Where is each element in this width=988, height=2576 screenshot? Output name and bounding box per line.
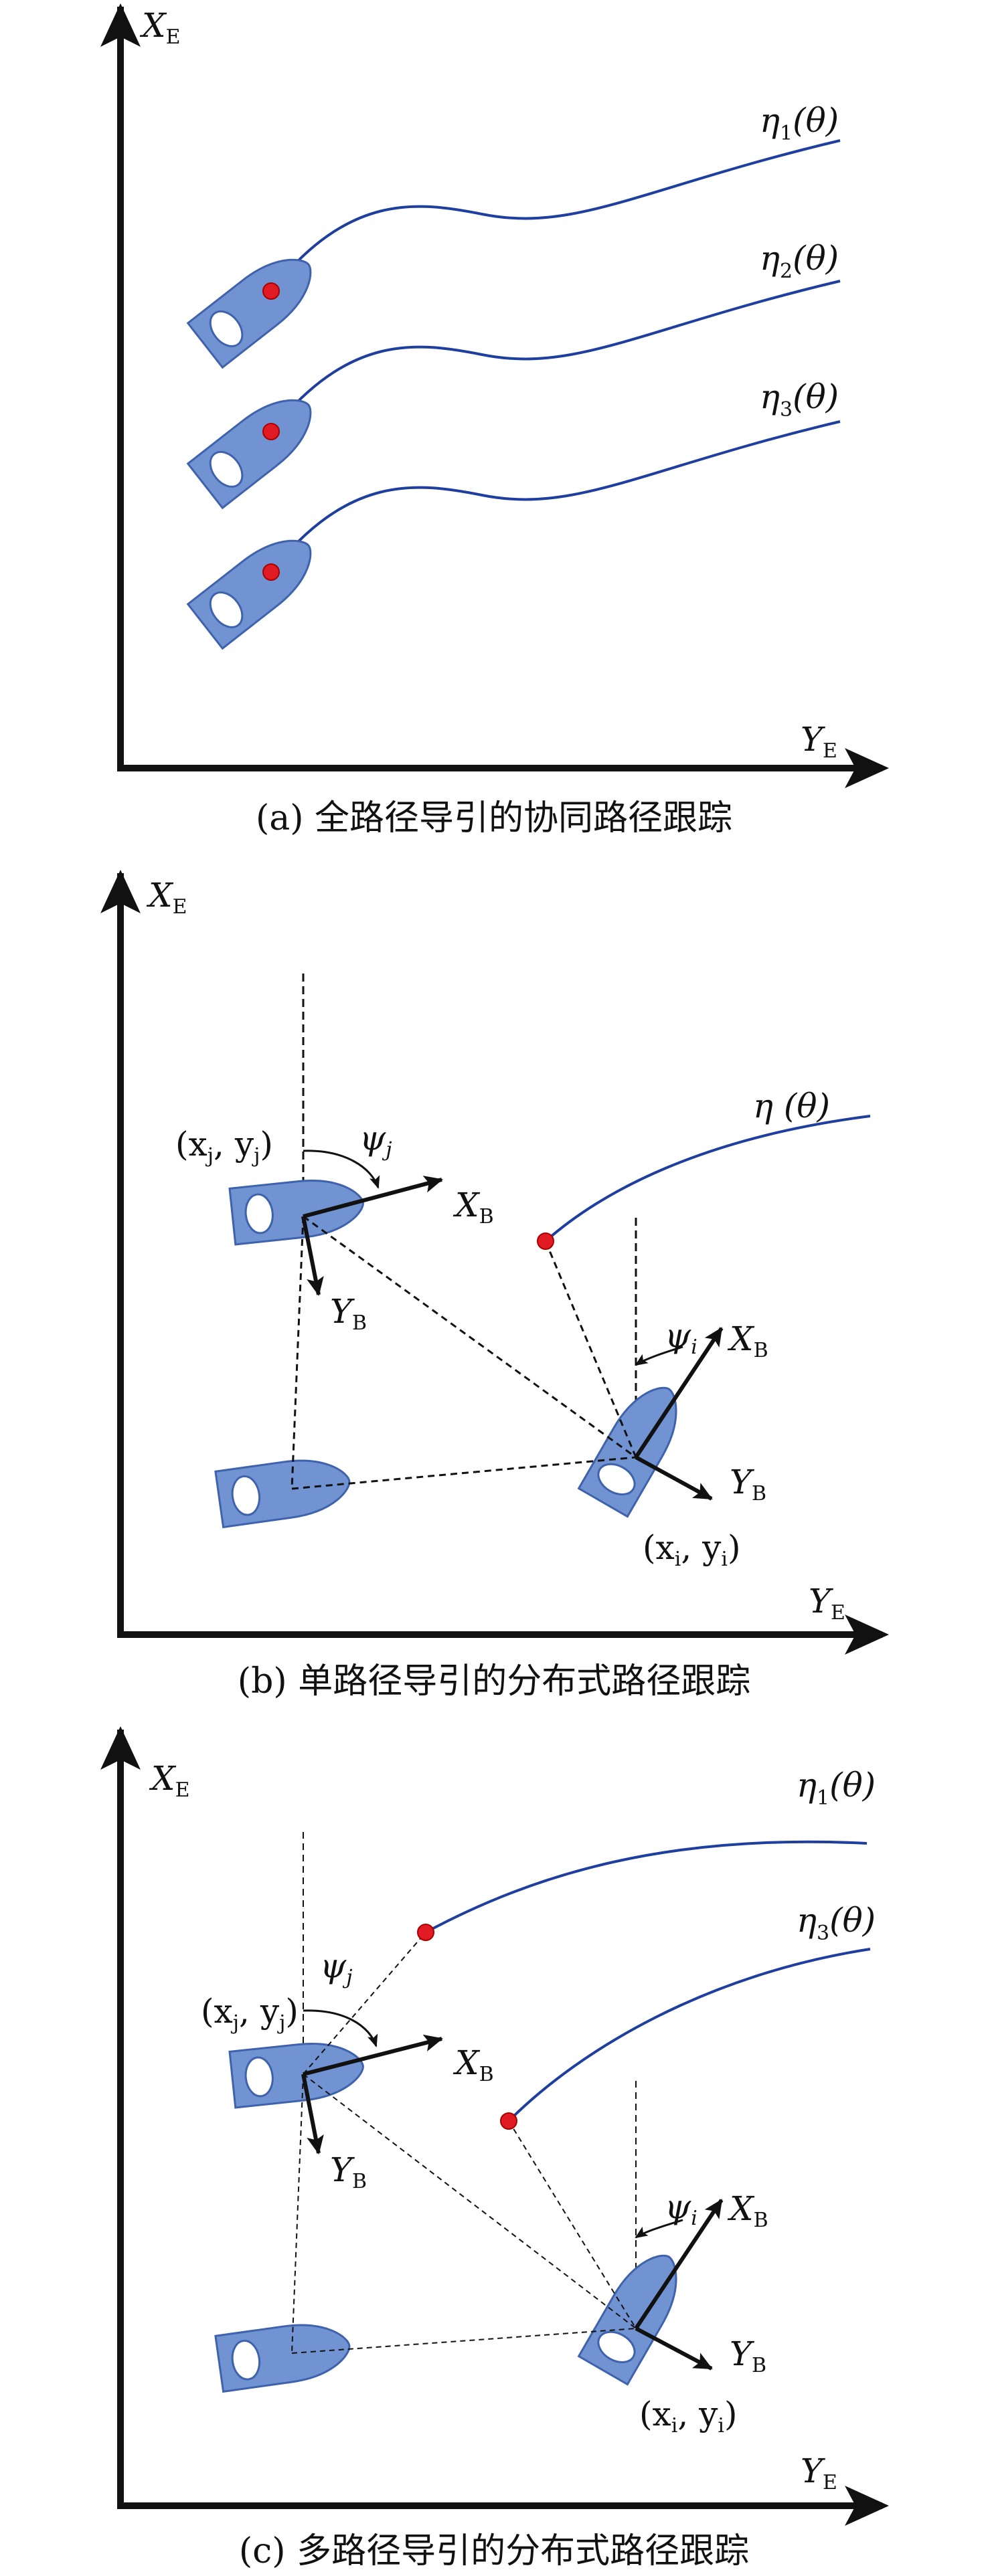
body-x-axis-i [634, 1327, 724, 1459]
axis-y-label: YE [801, 720, 837, 763]
body-y-label-j: YB [330, 1292, 367, 1335]
communication-links [291, 1932, 637, 2354]
caption-a: (a) 全路径导引的协同路径跟踪 [256, 798, 732, 838]
panel-c: XE YE η1(θ) η3(θ) (x [100, 1726, 889, 2571]
path-label-2: η2(θ) [760, 239, 839, 283]
heading-arc-i [635, 2219, 683, 2239]
position-label-i: (xi, yi) [639, 2395, 738, 2437]
path-eta-2 [270, 280, 841, 433]
path-label-3: η3(θ) [760, 377, 839, 422]
axis-x-label: XE [149, 1759, 190, 1802]
vessel-j [228, 2037, 367, 2109]
heading-arc-j [303, 2009, 378, 2047]
body-x-axis-i [634, 2199, 724, 2330]
path-eta-3 [270, 420, 841, 573]
caption-b: (b) 单路径导引的分布式路径跟踪 [238, 1661, 750, 1701]
vessel-k [214, 1452, 355, 1528]
heading-label-i: ψi [665, 1316, 697, 1359]
axis-x-label: XE [146, 876, 187, 919]
vessel-j [228, 1174, 367, 1246]
axis-x-e-arrowhead [100, 870, 141, 913]
body-y-label-i: YB [730, 1463, 766, 1505]
axis-y-e-arrowhead [845, 748, 889, 788]
body-y-label-j: YB [330, 2150, 367, 2193]
axis-y-label: YE [809, 1582, 845, 1625]
virtual-target-3 [500, 2112, 517, 2130]
body-y-axis-j [301, 2074, 324, 2154]
axis-y-e-arrowhead [845, 1615, 889, 1655]
heading-label-i: ψi [665, 2187, 697, 2230]
path-eta-3 [507, 1948, 871, 2122]
axis-y-e-arrowhead [845, 2486, 889, 2526]
virtual-target-3 [262, 563, 280, 581]
path-label: η (θ) [753, 1087, 830, 1125]
body-y-axis-i [635, 1455, 713, 1501]
body-y-axis-i [635, 2326, 713, 2371]
heading-label-j: ψj [359, 1119, 392, 1162]
heading-arc-j [303, 1149, 380, 1189]
body-x-label-j: XB [452, 1186, 494, 1228]
vessel-k [214, 2316, 355, 2393]
body-x-axis-j [303, 2034, 443, 2076]
path-eta [544, 1115, 871, 1243]
body-x-axis-j [303, 1176, 443, 1218]
panel-b: XE YE η (θ) (xj, yj) ψj XB Y [100, 870, 889, 1701]
virtual-target-1 [417, 1924, 434, 1941]
communication-links [291, 1215, 637, 1490]
position-label-i: (xi, yi) [643, 1528, 741, 1571]
path-label-3: η3(θ) [797, 1901, 876, 1945]
position-label-j: (xj, yj) [175, 1125, 273, 1168]
body-x-label-j: XB [452, 2043, 494, 2086]
virtual-target-1 [262, 282, 280, 300]
body-y-axis-j [301, 1216, 324, 1296]
panel-a: XE YE η1(θ) η2(θ) η3(θ) (a) 全路径导引的协同路径跟踪 [100, 3, 889, 838]
vessel-1 [187, 241, 327, 369]
body-y-label-i: YB [730, 2334, 766, 2377]
path-label-1: η1(θ) [797, 1766, 876, 1810]
heading-arc-i [635, 1346, 683, 1366]
path-eta-1 [425, 1840, 868, 1934]
axis-x-e-arrowhead [100, 3, 141, 47]
vessel-3 [187, 522, 327, 650]
heading-label-j: ψj [320, 1946, 353, 1989]
axis-x-e-arrowhead [100, 1726, 141, 1770]
axis-x-label: XE [139, 6, 181, 49]
position-label-j: (xj, yj) [201, 1992, 299, 2035]
body-x-label-i: XB [727, 2189, 768, 2232]
virtual-target-2 [262, 423, 280, 440]
body-x-label-i: XB [727, 1319, 768, 1362]
virtual-target [537, 1232, 554, 1250]
path-eta-1 [270, 139, 841, 292]
path-label-1: η1(θ) [760, 101, 839, 145]
caption-c: (c) 多路径导引的分布式路径跟踪 [239, 2531, 749, 2571]
axis-y-label: YE [801, 2452, 837, 2494]
vessel-2 [187, 381, 327, 509]
